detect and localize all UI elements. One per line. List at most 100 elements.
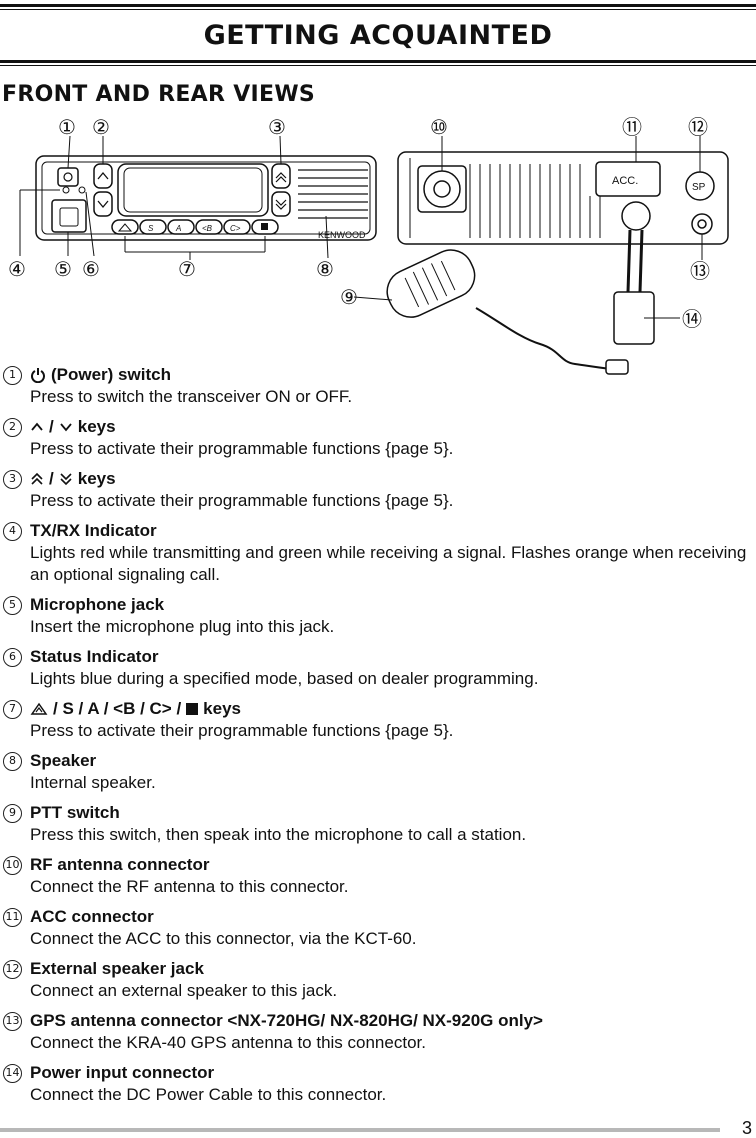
item-number: 7	[3, 700, 22, 719]
item-number: 8	[3, 752, 22, 771]
callout-4: ④	[8, 257, 26, 281]
acc-label: ACC.	[612, 175, 638, 187]
callout-9: ⑨	[340, 285, 358, 309]
double-chevron-up-icon	[31, 472, 43, 485]
item-number: 10	[3, 856, 22, 875]
top-rule	[0, 4, 756, 7]
item-description: Lights red while transmitting and green …	[30, 543, 747, 584]
item-description: Connect the DC Power Cable to this conne…	[30, 1085, 387, 1104]
list-item: 9 PTT switch Press this switch, then spe…	[0, 802, 756, 846]
item-title: RF antenna connector	[30, 855, 210, 874]
list-item: 11 ACC connector Connect the ACC to this…	[0, 906, 756, 950]
item-number: 13	[3, 1012, 22, 1031]
item-number: 11	[3, 908, 22, 927]
rf-antenna-connector	[417, 165, 467, 213]
item-title: keys	[77, 417, 116, 436]
callout-13: ⑬	[690, 259, 710, 283]
callout-10: ⑩	[430, 115, 448, 139]
list-item: 2 / keys Press to activate their program…	[0, 416, 756, 460]
list-item: 12 External speaker jack Connect an exte…	[0, 958, 756, 1002]
list-item: 6 Status Indicator Lights blue during a …	[0, 646, 756, 690]
item-title: TX/RX Indicator	[30, 521, 157, 540]
item-number: 6	[3, 648, 22, 667]
item-number: 5	[3, 596, 22, 615]
item-title: / S / A / <B / C> /	[53, 699, 182, 718]
item-title: GPS antenna connector <NX-720HG/ NX-820H…	[30, 1011, 543, 1030]
callout-12: ⑫	[688, 115, 708, 139]
item-description: Connect the KRA-40 GPS antenna to this c…	[30, 1033, 426, 1052]
item-title-tail: keys	[203, 699, 241, 718]
triangle-key-icon	[30, 702, 48, 715]
item-number: 2	[3, 418, 22, 437]
page-title: GETTING ACQUAINTED	[203, 20, 553, 51]
speaker-grille	[298, 169, 368, 219]
item-title: ACC connector	[30, 907, 154, 926]
item-description: Press this switch, then speak into the m…	[30, 825, 527, 844]
item-description: Press to activate their programmable fun…	[30, 721, 454, 740]
mic-jack	[51, 199, 87, 233]
acc-connector	[595, 161, 661, 197]
rear-panel	[397, 151, 729, 245]
chevron-down-icon	[60, 423, 72, 432]
microphone	[386, 249, 476, 318]
section-title: FRONT AND REAR VIEWS	[2, 82, 316, 107]
callout-8: ⑧	[316, 257, 334, 281]
heatsink-fins	[469, 164, 601, 238]
callout-11: ⑪	[622, 115, 642, 139]
key-c-label: C>	[230, 224, 241, 233]
power-button	[57, 167, 79, 187]
item-number: 4	[3, 522, 22, 541]
list-item: 7 / S / A / <B / C> / keys Press to acti…	[0, 698, 756, 742]
item-description: Internal speaker.	[30, 773, 156, 792]
item-number: 1	[3, 366, 22, 385]
item-title: Speaker	[30, 751, 97, 770]
item-description: Press to activate their programmable fun…	[30, 491, 454, 510]
item-title: Power input connector	[30, 1063, 215, 1082]
list-item: 10 RF antenna connector Connect the RF a…	[0, 854, 756, 898]
footer-bar	[0, 1128, 720, 1132]
callout-6: ⑥	[82, 257, 100, 281]
item-title: Microphone jack	[30, 595, 165, 614]
sp-label: SP	[692, 182, 706, 193]
key-separator: /	[49, 469, 54, 488]
page-number: 3	[741, 1118, 752, 1138]
item-title: External speaker jack	[30, 959, 204, 978]
title-rule	[0, 60, 756, 63]
item-title: keys	[77, 469, 116, 488]
chevron-up-icon	[31, 422, 43, 431]
item-description: Insert the microphone plug into this jac…	[30, 617, 335, 636]
item-description: Connect the ACC to this connector, via t…	[30, 929, 417, 948]
list-item: 8 Speaker Internal speaker.	[0, 750, 756, 794]
stop-square-icon	[186, 703, 199, 715]
list-item: 5 Microphone jack Insert the microphone …	[0, 594, 756, 638]
item-title: Status Indicator	[30, 647, 159, 666]
power-icon	[31, 368, 45, 383]
item-description: Press to switch the transceiver ON or OF…	[30, 387, 353, 406]
callout-5: ⑤	[54, 257, 72, 281]
item-description: Press to activate their programmable fun…	[30, 439, 454, 458]
list-item: 3 / keys Press to activate their program…	[0, 468, 756, 512]
callout-14: ⑭	[682, 307, 702, 331]
key-s-label: S	[148, 224, 154, 233]
item-description: Lights blue during a specified mode, bas…	[30, 669, 539, 688]
callout-7: ⑦	[178, 257, 196, 281]
key-a-label: A	[175, 224, 181, 233]
list-item: 4 TX/RX Indicator Lights red while trans…	[0, 520, 756, 586]
key-separator: /	[49, 417, 54, 436]
top-rule-thin	[0, 9, 756, 10]
item-number: 9	[3, 804, 22, 823]
list-item: 14 Power input connector Connect the DC …	[0, 1062, 756, 1106]
list-item: 1 (Power) switch Press to switch the tra…	[0, 364, 756, 408]
brand-label: KENWOOD	[318, 230, 366, 240]
front-rear-figure: KENWOOD ACC. SP S A <B C> ① ② ③ ④ ⑤ ⑥ ⑦ …	[0, 112, 756, 380]
display	[117, 163, 269, 217]
radio-illustration: KENWOOD ACC. SP S A <B C> ① ② ③ ④ ⑤ ⑥ ⑦ …	[8, 115, 729, 375]
callout-3: ③	[268, 115, 286, 139]
item-list: 1 (Power) switch Press to switch the tra…	[0, 364, 756, 1114]
item-number: 14	[3, 1064, 22, 1083]
header-band: GETTING ACQUAINTED	[0, 14, 756, 58]
item-number: 3	[3, 470, 22, 489]
double-chevron-down-icon	[60, 473, 72, 486]
item-description: Connect the RF antenna to this connector…	[30, 877, 349, 896]
title-rule-thin	[0, 65, 756, 66]
